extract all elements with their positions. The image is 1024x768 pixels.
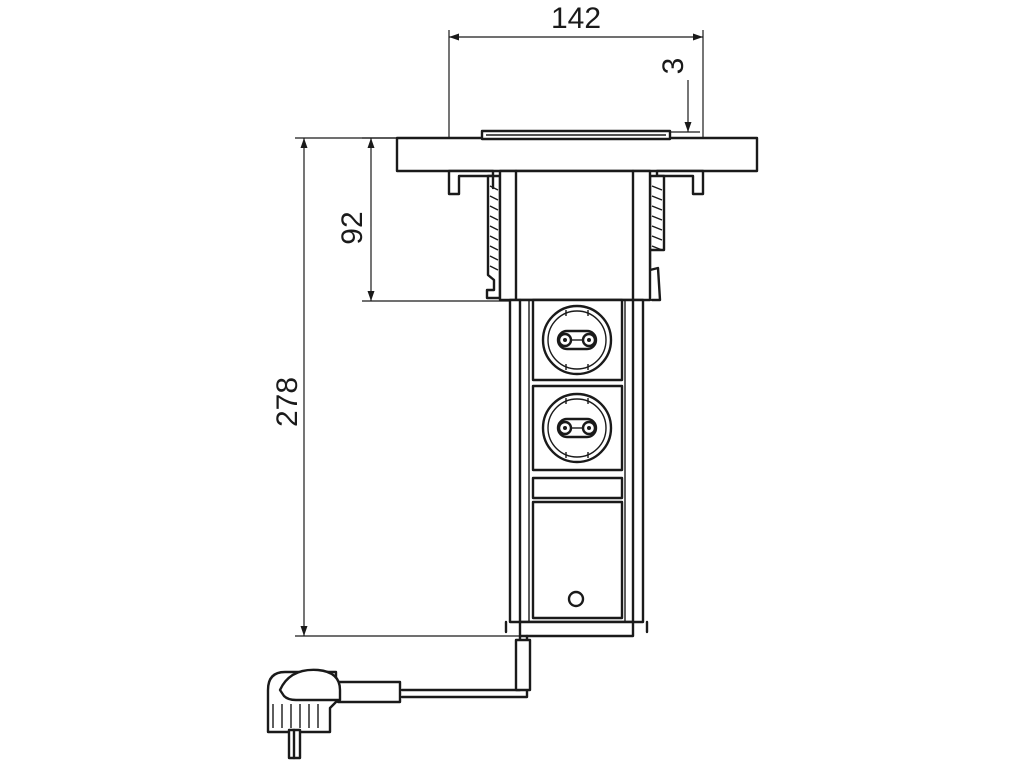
socket-outlet-1 (531, 298, 624, 382)
dimension-overall-height: 278 (271, 137, 520, 637)
dimension-label-flange-thickness: 3 (657, 58, 690, 75)
socket-outlet-2 (531, 384, 624, 472)
flange-plate (395, 129, 759, 173)
dimension-label-top-width: 142 (551, 2, 601, 35)
clamp-collar-left (447, 169, 502, 300)
power-cable (400, 634, 532, 699)
indicator-light-icon (567, 590, 585, 608)
dimension-label-flange-to-socket: 92 (336, 211, 369, 244)
clamp-collar-right (648, 169, 705, 302)
dimension-label-overall-height: 278 (271, 377, 304, 427)
power-plug (266, 668, 402, 760)
upper-housing (498, 169, 652, 302)
dimension-top-width: 142 (448, 2, 704, 168)
divider-strip (531, 476, 624, 500)
lower-panel (531, 500, 624, 620)
